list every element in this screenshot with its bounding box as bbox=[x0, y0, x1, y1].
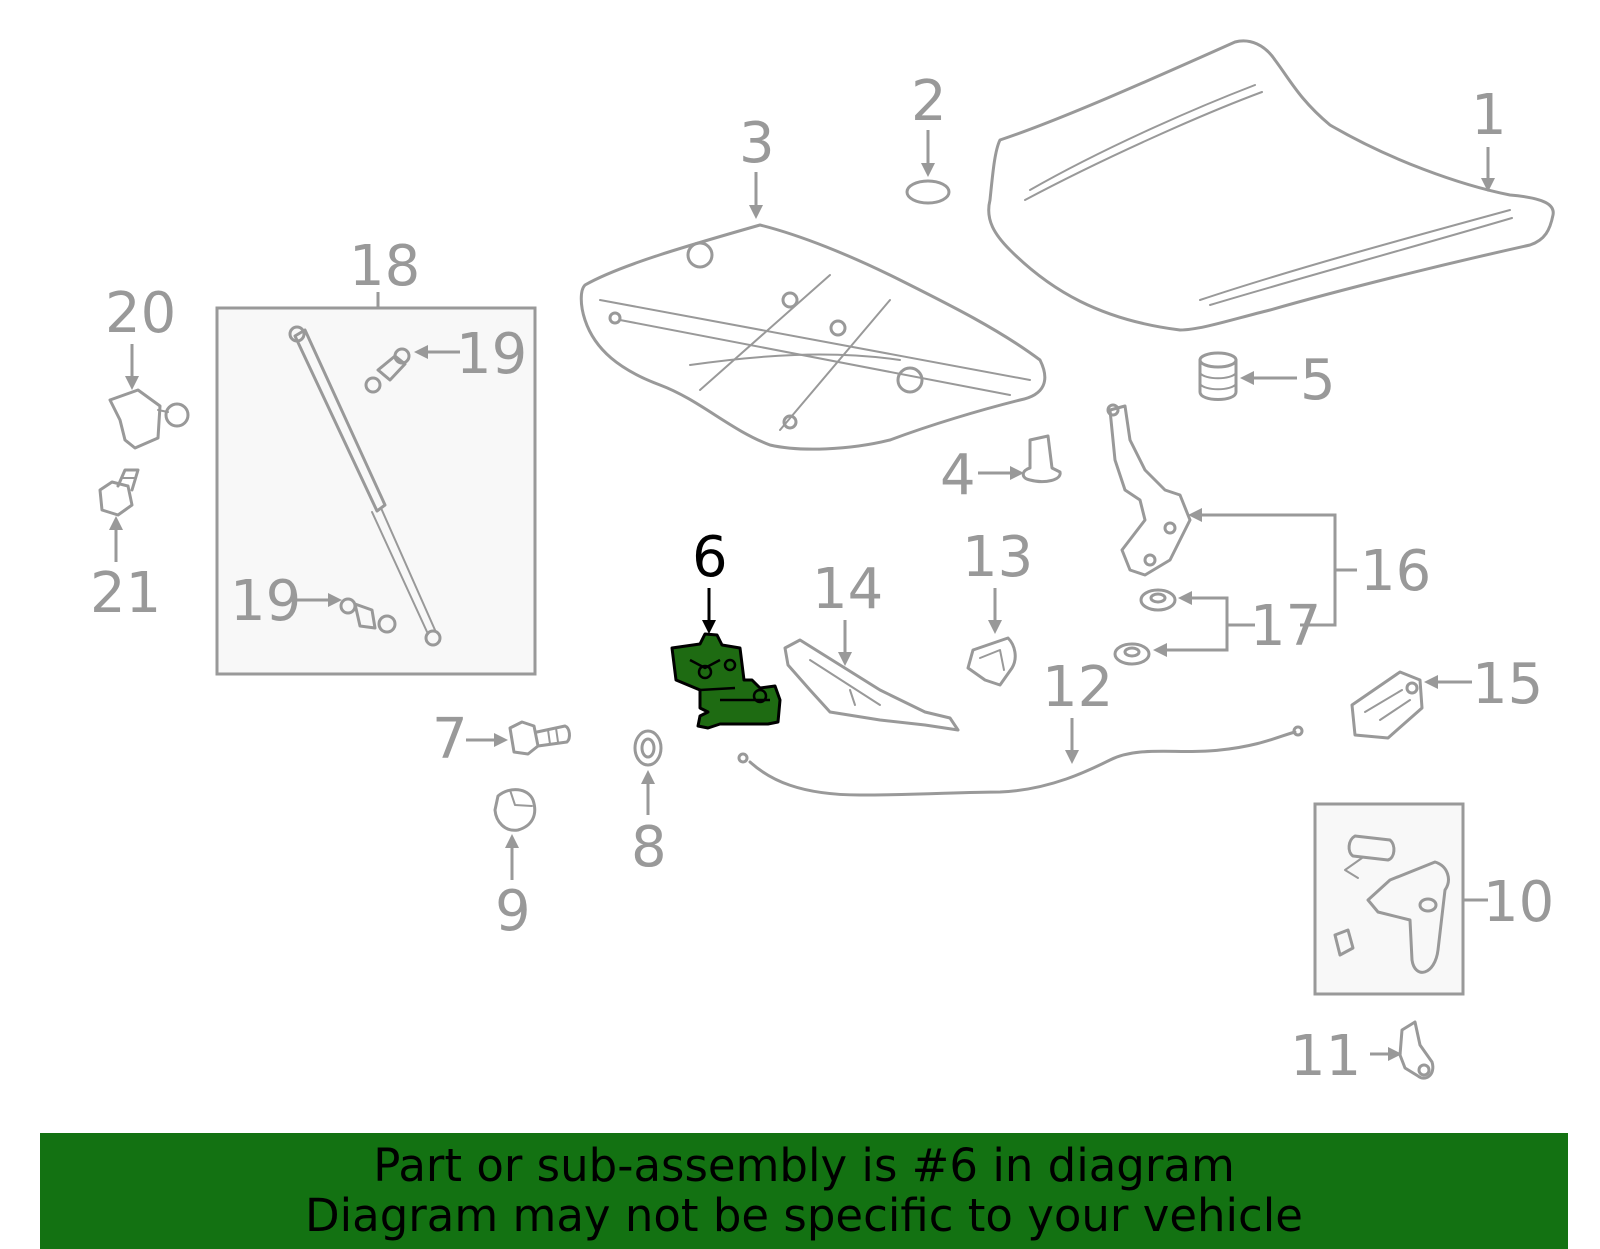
part-16-hinge[interactable] bbox=[1106, 403, 1192, 577]
callout-18[interactable]: 18 bbox=[349, 234, 420, 299]
part-2-grommet[interactable] bbox=[905, 179, 951, 205]
callout-12[interactable]: 12 bbox=[1042, 655, 1113, 720]
part-17-washers[interactable] bbox=[1113, 588, 1177, 666]
part-3-insulator[interactable] bbox=[579, 223, 1047, 451]
part-11-bracket[interactable] bbox=[1398, 1020, 1435, 1080]
callout-20[interactable]: 20 bbox=[105, 281, 176, 346]
callout-19-upper[interactable]: 19 bbox=[456, 322, 527, 387]
callout-13[interactable]: 13 bbox=[962, 525, 1033, 590]
part-21-bolt[interactable] bbox=[98, 468, 140, 517]
callout-16[interactable]: 16 bbox=[1360, 539, 1431, 604]
callout-3[interactable]: 3 bbox=[739, 111, 775, 176]
banner-line-disclaimer: Diagram may not be specific to your vehi… bbox=[305, 1189, 1303, 1242]
part-7-bolt[interactable] bbox=[508, 720, 571, 756]
part-8-washer[interactable] bbox=[633, 729, 663, 767]
part-9-cap[interactable] bbox=[493, 788, 537, 832]
callout-labels: 1 2 3 4 5 6 7 8 9 10 11 12 13 14 15 16 1… bbox=[90, 69, 1554, 1089]
part-13-clip[interactable] bbox=[966, 636, 1017, 687]
callout-1[interactable]: 1 bbox=[1471, 83, 1507, 148]
callout-4[interactable]: 4 bbox=[940, 443, 976, 508]
callout-15[interactable]: 15 bbox=[1472, 652, 1543, 717]
leader-arrows bbox=[109, 130, 1495, 1061]
callout-7[interactable]: 7 bbox=[432, 707, 468, 772]
part-18-lift-support-box[interactable] bbox=[215, 306, 537, 676]
part-5-stopper[interactable] bbox=[1198, 351, 1238, 401]
callout-8[interactable]: 8 bbox=[631, 815, 667, 880]
callout-6[interactable]: 6 bbox=[692, 525, 728, 590]
callout-11[interactable]: 11 bbox=[1290, 1024, 1361, 1089]
callout-14[interactable]: 14 bbox=[812, 557, 883, 622]
part-4-clip[interactable] bbox=[1021, 434, 1062, 484]
callout-9[interactable]: 9 bbox=[495, 879, 531, 944]
part-1-hood[interactable] bbox=[987, 39, 1555, 332]
parts-diagram: 1 2 3 4 5 6 7 8 9 10 11 12 13 14 15 16 1… bbox=[90, 39, 1555, 1089]
callout-21[interactable]: 21 bbox=[90, 561, 161, 626]
callout-10[interactable]: 10 bbox=[1483, 870, 1554, 935]
part-10-hinge-box[interactable] bbox=[1313, 802, 1465, 996]
part-19a-ball-stud[interactable] bbox=[364, 347, 411, 394]
banner-line-part-number: Part or sub-assembly is #6 in diagram bbox=[373, 1139, 1235, 1192]
part-20-bracket[interactable] bbox=[108, 388, 190, 450]
part-14-support[interactable] bbox=[783, 638, 960, 732]
info-banner: Part or sub-assembly is #6 in diagram Di… bbox=[40, 1133, 1568, 1249]
part-12-release-cable[interactable] bbox=[737, 725, 1304, 797]
callout-17[interactable]: 17 bbox=[1250, 594, 1321, 659]
part-15-lever[interactable] bbox=[1350, 670, 1424, 740]
callout-5[interactable]: 5 bbox=[1300, 348, 1336, 413]
callout-19-lower[interactable]: 19 bbox=[230, 569, 301, 634]
callout-2[interactable]: 2 bbox=[911, 69, 947, 134]
part-6-hood-lock[interactable] bbox=[670, 632, 782, 730]
part-19b-ball-stud[interactable] bbox=[339, 597, 397, 634]
